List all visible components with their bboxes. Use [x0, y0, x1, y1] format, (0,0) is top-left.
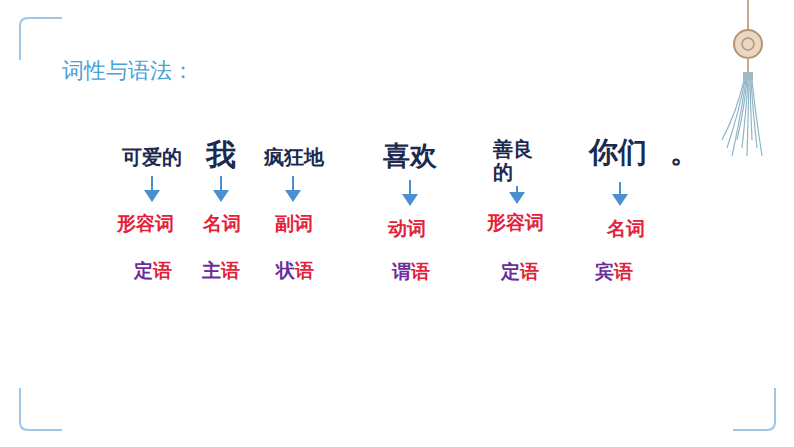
part-of-speech: 名词 [607, 218, 645, 240]
grammar-role: 定语 [501, 261, 539, 283]
sentence-word: 你们 [589, 136, 647, 169]
down-arrow [292, 176, 294, 192]
slide-title: 词性与语法： [62, 58, 194, 83]
arrow-head [402, 194, 418, 206]
tassel-ornament [722, 0, 762, 156]
part-of-speech: 名词 [203, 213, 241, 235]
tassel-strand [752, 80, 762, 156]
down-arrow [220, 176, 222, 192]
grammar-role: 定语 [134, 260, 172, 282]
frame-corners [20, 18, 775, 430]
arrow-head [285, 190, 301, 202]
down-arrow [619, 182, 621, 196]
part-of-speech: 形容词 [487, 212, 544, 234]
arrow-head [612, 194, 628, 206]
part-of-speech: 动词 [388, 218, 426, 240]
tassel-strand [732, 80, 746, 156]
arrow-head [509, 192, 525, 204]
part-of-speech: 副词 [275, 213, 313, 235]
tassel-strand [747, 80, 749, 156]
grammar-role: 宾语 [595, 261, 633, 283]
sentence-word: 可爱的 [122, 146, 182, 169]
sentence-word: 疯狂地 [264, 146, 324, 169]
down-arrow [151, 176, 153, 192]
sentence-word: 我 [206, 138, 236, 173]
arrow-head [144, 190, 160, 202]
sentence-word: 善良的 [493, 138, 535, 184]
grammar-role: 主语 [202, 260, 240, 282]
part-of-speech: 形容词 [117, 213, 174, 235]
down-arrow [409, 180, 411, 196]
grammar-role: 状语 [276, 260, 314, 282]
grammar-role: 谓语 [392, 261, 430, 283]
arrow-head [213, 190, 229, 202]
sentence-word: 喜欢 [383, 140, 437, 171]
arrows [144, 176, 628, 206]
punctuation: 。 [670, 136, 699, 169]
